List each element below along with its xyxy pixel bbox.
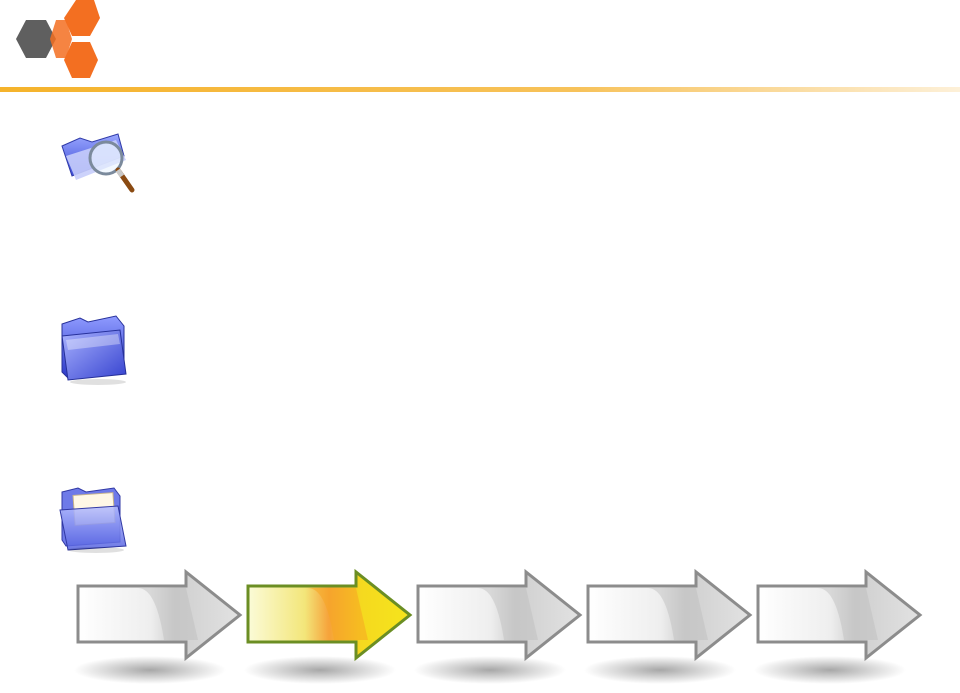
header-divider xyxy=(0,87,960,92)
step-shadow xyxy=(74,656,226,684)
process-step-arrow-2 xyxy=(244,568,413,684)
process-step-arrow-1 xyxy=(74,568,243,684)
process-step-arrow-3 xyxy=(414,568,583,684)
step-shadow xyxy=(754,656,906,684)
logo-hex-overlap xyxy=(50,20,72,58)
folder-open-icon xyxy=(59,487,127,553)
step-swoosh xyxy=(308,588,368,640)
process-steps xyxy=(74,568,923,684)
process-step-arrow-5 xyxy=(754,568,923,684)
step-swoosh xyxy=(648,588,708,640)
folder-search-icon xyxy=(61,133,135,193)
step-shadow xyxy=(414,656,566,684)
step-shadow xyxy=(244,656,396,684)
logo-hex-bottom xyxy=(64,42,98,78)
step-shadow xyxy=(584,656,736,684)
inactive-step-arrow xyxy=(416,568,583,662)
inactive-step-arrow xyxy=(756,568,923,662)
step-swoosh xyxy=(478,588,538,640)
step-swoosh xyxy=(138,588,198,640)
process-step-arrow-4 xyxy=(584,568,753,684)
inactive-step-arrow xyxy=(76,568,243,662)
logo-hex-top xyxy=(64,0,100,36)
step-swoosh xyxy=(818,588,878,640)
inactive-step-arrow xyxy=(586,568,753,662)
hexagon-cluster-logo-icon xyxy=(16,0,100,78)
folder-closed-icon xyxy=(61,315,127,385)
logo-hex-left xyxy=(16,20,56,58)
